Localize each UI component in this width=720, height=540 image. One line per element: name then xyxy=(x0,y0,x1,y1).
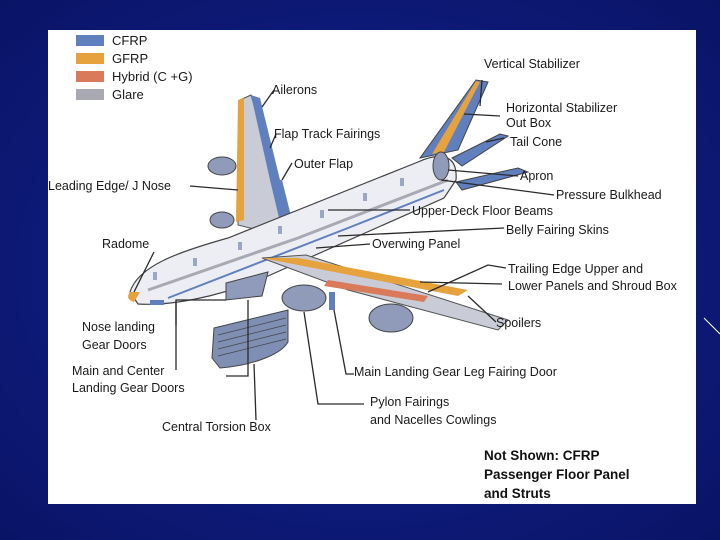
label-ailerons: Ailerons xyxy=(272,83,317,97)
legend-swatch-gfrp xyxy=(76,53,104,64)
aileron-far xyxy=(251,95,280,180)
leader-lines xyxy=(133,79,555,421)
near-wing-trailing-edge xyxy=(262,258,468,296)
main-gear-doors-shape xyxy=(225,271,269,301)
label-belly-fairing: Belly Fairing Skins xyxy=(506,223,609,237)
aircraft-composites-diagram: CFRP GFRP Hybrid (C +G) Glare xyxy=(48,33,678,501)
legend-swatch-hybrid xyxy=(76,71,104,82)
note-line-2: Passenger Floor Panel xyxy=(484,467,630,482)
label-main-landing-gear-leg: Main Landing Gear Leg Fairing Door xyxy=(354,365,557,379)
nose-gear-doors-shape xyxy=(150,300,164,305)
note-line-1: Not Shown: CFRP xyxy=(484,448,599,463)
fuselage-lower-stripe xyxy=(167,189,445,299)
label-horizontal-stabilizer-2: Out Box xyxy=(506,116,552,130)
label-main-center-1: Main and Center xyxy=(72,364,164,378)
label-tail-cone: Tail Cone xyxy=(510,135,562,149)
label-pressure-bulkhead: Pressure Bulkhead xyxy=(556,188,662,202)
fuselage-belly-band xyxy=(147,178,449,292)
component-labels: Ailerons Flap Track Fairings Outer Flap … xyxy=(48,57,678,434)
legend-swatch-cfrp xyxy=(76,35,104,46)
legend-label-glare: Glare xyxy=(112,87,144,102)
label-main-center-2: Landing Gear Doors xyxy=(72,381,185,395)
central-torsion-box-shape xyxy=(211,309,289,369)
legend-swatch-glare xyxy=(76,89,104,100)
label-pylon-1: Pylon Fairings xyxy=(370,395,449,409)
label-spoilers: Spoilers xyxy=(496,316,541,330)
label-outer-flap: Outer Flap xyxy=(294,157,353,171)
near-engine-inner xyxy=(281,284,327,312)
fuselage-windows xyxy=(153,178,404,280)
label-vertical-stabilizer: Vertical Stabilizer xyxy=(484,57,580,71)
diagram-panel: CFRP GFRP Hybrid (C +G) Glare xyxy=(48,30,696,504)
label-nose-gear-2: Gear Doors xyxy=(82,338,147,352)
label-flap-track-fairings: Flap Track Fairings xyxy=(274,127,380,141)
label-radome: Radome xyxy=(102,237,149,251)
label-trailing-edge-2: Lower Panels and Shroud Box xyxy=(508,279,678,293)
legend-label-hybrid: Hybrid (C +G) xyxy=(112,69,193,84)
spoilers-shape xyxy=(324,280,428,302)
legend-label-gfrp: GFRP xyxy=(112,51,148,66)
label-leading-edge: Leading Edge/ J Nose xyxy=(48,179,171,193)
legend: CFRP GFRP Hybrid (C +G) Glare xyxy=(76,33,193,102)
label-central-torsion-box: Central Torsion Box xyxy=(162,420,272,434)
far-wing-leading-edge xyxy=(236,98,244,222)
far-engine-upper xyxy=(207,156,237,176)
label-horizontal-stabilizer-1: Horizontal Stabilizer xyxy=(506,101,617,115)
note-line-3: and Struts xyxy=(484,486,551,501)
legend-label-cfrp: CFRP xyxy=(112,33,147,48)
not-shown-note: Not Shown: CFRP Passenger Floor Panel an… xyxy=(484,448,630,501)
outer-flap-far xyxy=(270,180,292,222)
label-trailing-edge-1: Trailing Edge Upper and xyxy=(508,262,643,276)
radome-shape xyxy=(128,292,140,302)
horizontal-stabilizer-shape xyxy=(451,133,510,167)
label-pylon-2: and Nacelles Cowlings xyxy=(370,413,496,427)
near-engine-outer xyxy=(368,303,414,333)
pylon-shape xyxy=(329,292,335,310)
vertical-stabilizer-stripe xyxy=(432,81,480,154)
label-apron: Apron xyxy=(520,169,553,183)
far-engine-lower xyxy=(209,211,235,229)
label-overwing-panel: Overwing Panel xyxy=(372,237,460,251)
label-upper-deck: Upper-Deck Floor Beams xyxy=(412,204,553,218)
label-nose-gear-1: Nose landing xyxy=(82,320,155,334)
tail-cone-shape xyxy=(432,151,450,181)
aircraft-illustration xyxy=(128,79,530,369)
